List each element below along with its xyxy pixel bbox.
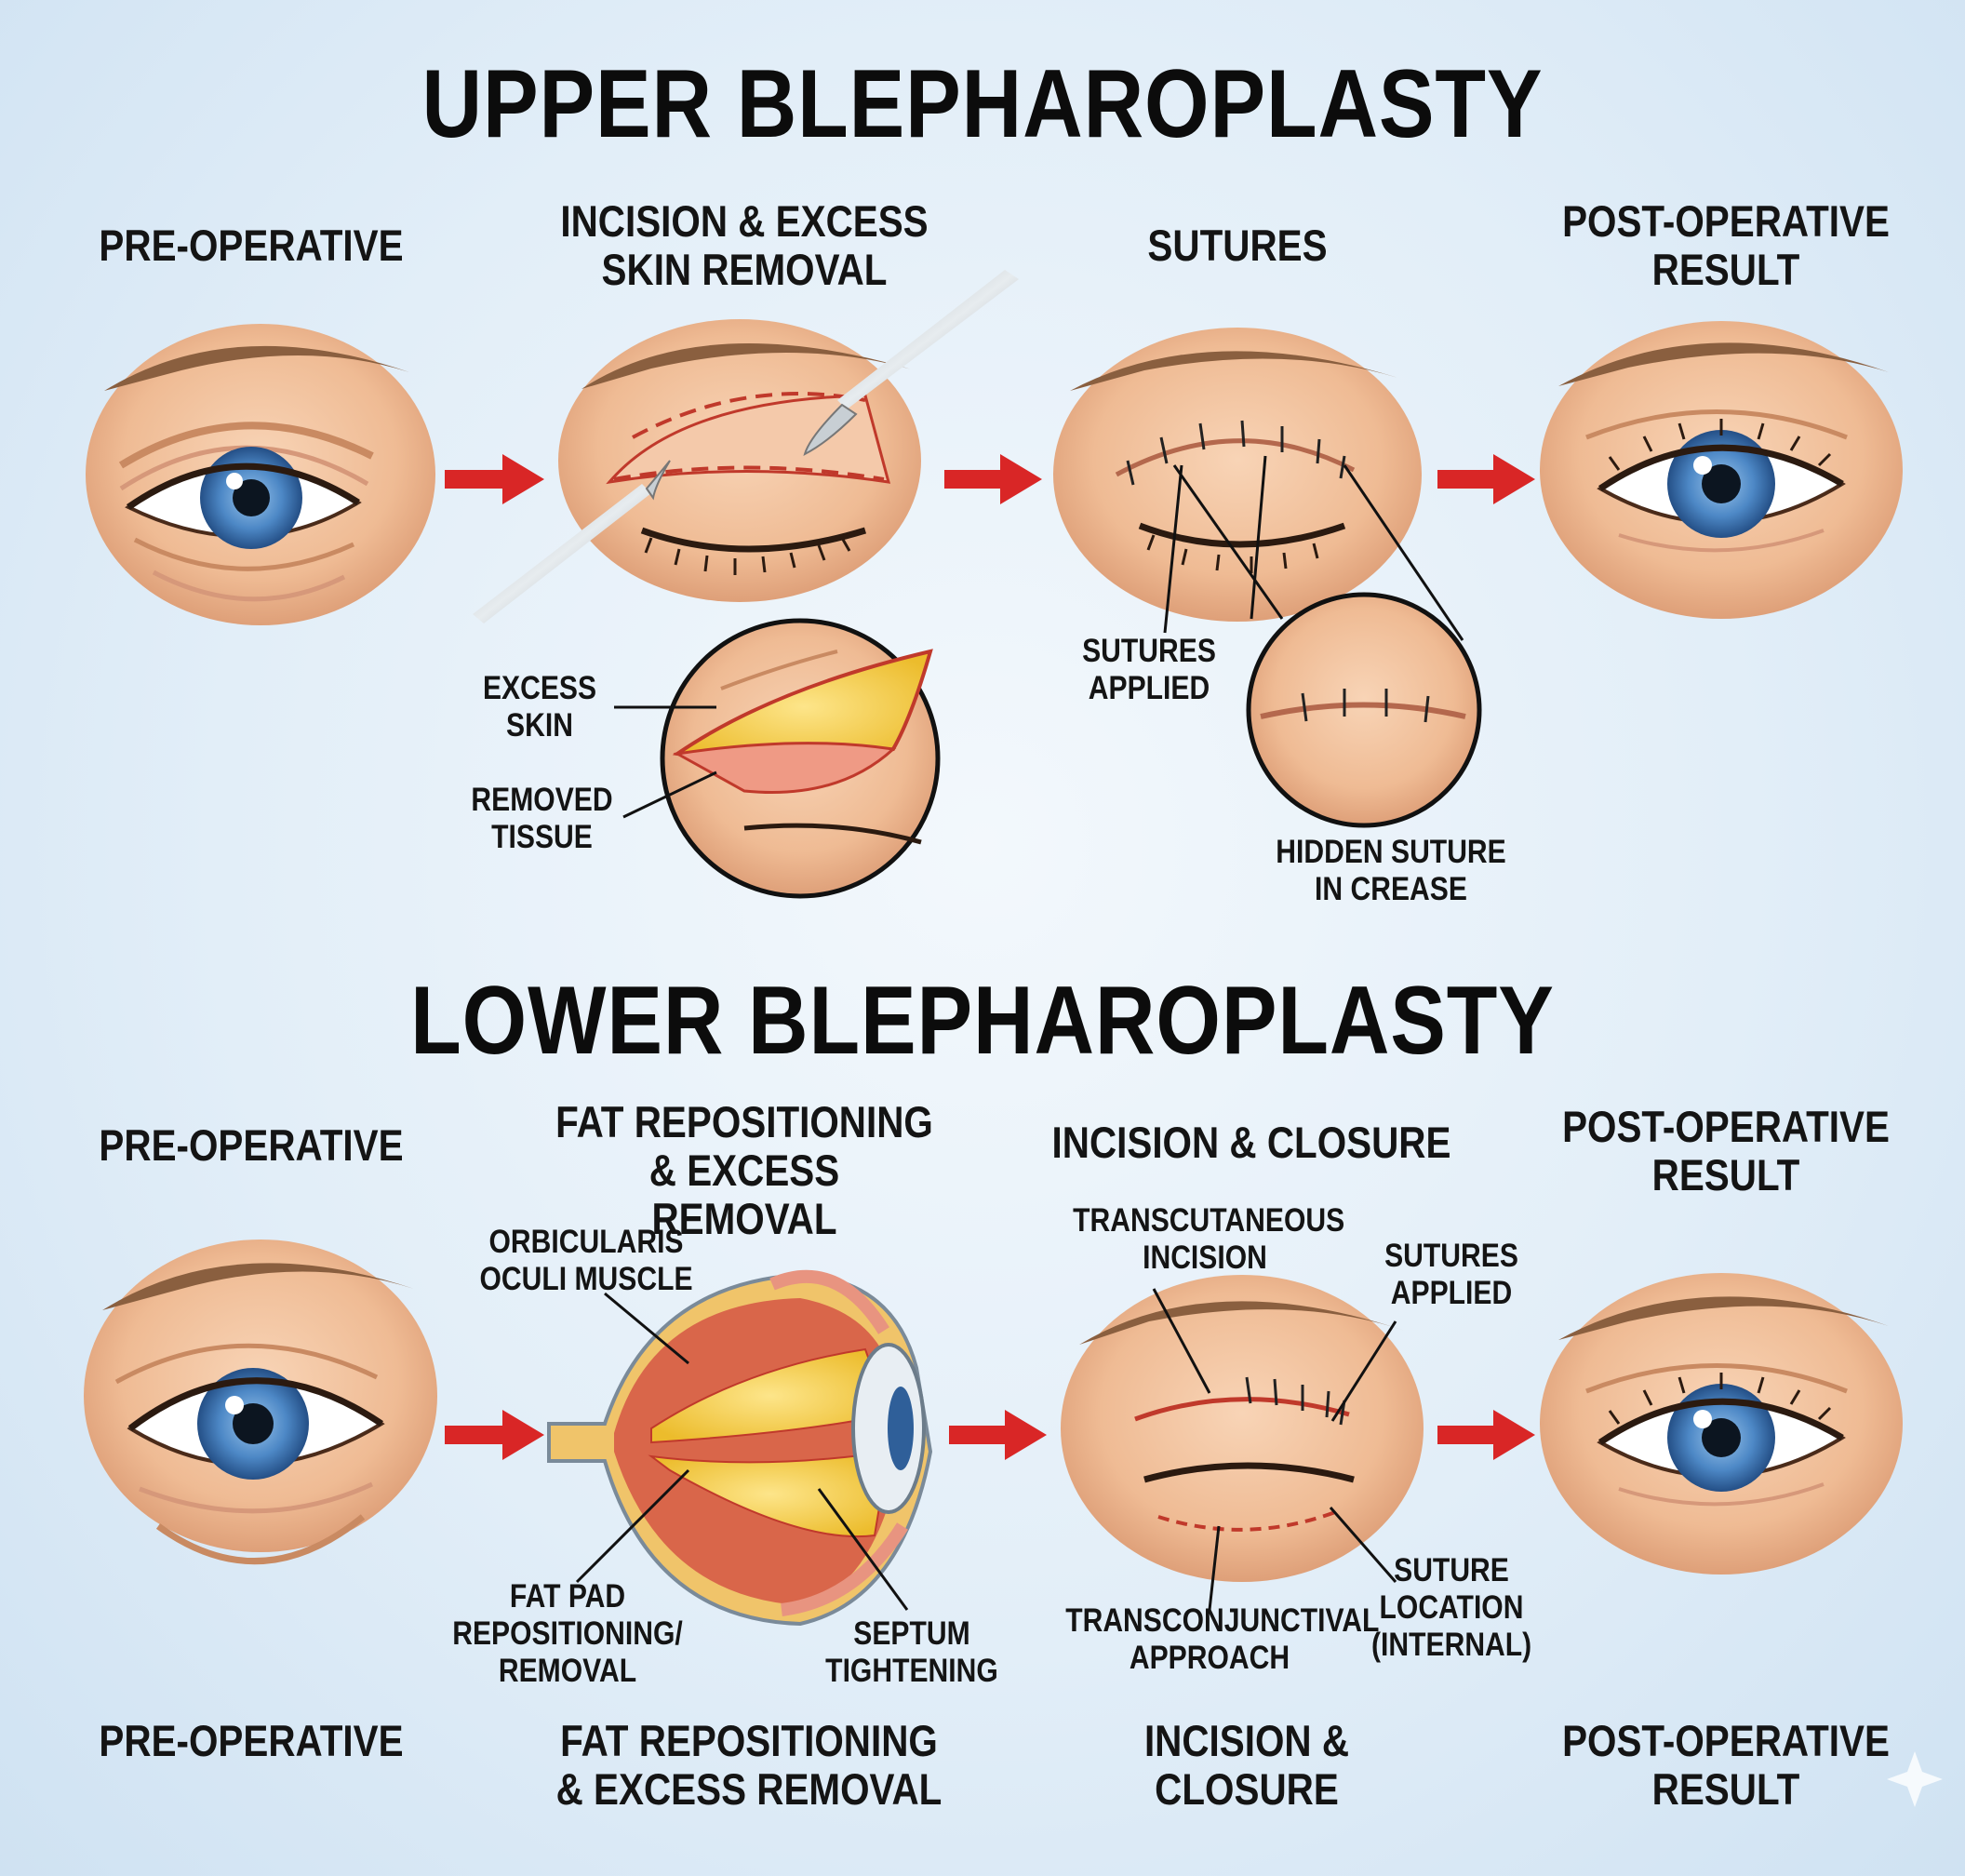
orbit-cross-section: [547, 1269, 933, 1627]
label-excess-skin: EXCESS SKIN: [482, 670, 597, 744]
hidden-suture-magnifier: [1163, 455, 1482, 828]
arrow-icon: [949, 1410, 1047, 1460]
lower-step-postop: POST-OPERATIVE RESULT: [1562, 1102, 1890, 1199]
upper-step-preop: PRE-OPERATIVE: [99, 221, 404, 270]
sparkle-icon: [1887, 1751, 1943, 1807]
arrow-icon: [1437, 454, 1535, 504]
label-septum: SEPTUM TIGHTENING: [825, 1615, 998, 1689]
label-lower-sutures-applied: SUTURES APPLIED: [1384, 1238, 1518, 1311]
label-hidden-suture: HIDDEN SUTURE IN CREASE: [1276, 834, 1506, 907]
label-orbicularis: ORBICULARIS OCULI MUSCLE: [479, 1224, 693, 1297]
footer-incision: INCISION & CLOSURE: [1143, 1716, 1350, 1814]
footer-fat: FAT REPOSITIONING & EXCESS REMOVAL: [555, 1716, 942, 1814]
label-fat-pad: FAT PAD REPOSITIONING/ REMOVAL: [452, 1578, 683, 1689]
upper-incision-eye: [473, 270, 1019, 623]
footer-preop: PRE-OPERATIVE: [99, 1716, 404, 1765]
lower-step-fat: FAT REPOSITIONING & EXCESS REMOVAL: [555, 1097, 933, 1243]
label-transconjunctival: TRANSCONJUNCTIVAL APPROACH: [1065, 1602, 1380, 1676]
arrow-icon: [445, 1410, 544, 1460]
label-removed-tissue: REMOVED TISSUE: [471, 782, 613, 855]
excess-skin-magnifier: [614, 618, 941, 899]
lower-incision-eye: [1061, 1275, 1424, 1611]
lower-preop-eye: [84, 1240, 437, 1565]
upper-postop-eye: [1540, 321, 1903, 619]
upper-preop-eye: [86, 324, 435, 625]
footer-postop: POST-OPERATIVE RESULT: [1562, 1716, 1890, 1814]
upper-step-postop: POST-OPERATIVE RESULT: [1562, 196, 1890, 294]
upper-title: UPPER BLEPHAROPLASTY: [421, 50, 1544, 158]
label-transcutaneous: TRANSCUTANEOUS INCISION: [1073, 1202, 1345, 1276]
label-suture-location: SUTURE LOCATION (INTERNAL): [1371, 1552, 1532, 1663]
upper-step-incision: INCISION & EXCESS SKIN REMOVAL: [560, 196, 929, 294]
arrow-icon: [1437, 1410, 1535, 1460]
arrow-icon: [445, 454, 544, 504]
label-sutures-applied: SUTURES APPLIED: [1082, 633, 1216, 706]
lower-postop-eye: [1540, 1273, 1903, 1574]
upper-step-sutures: SUTURES: [1147, 221, 1328, 270]
upper-sutures-eye: [1053, 328, 1422, 622]
arrow-icon: [944, 454, 1042, 504]
lower-title: LOWER BLEPHAROPLASTY: [410, 967, 1555, 1075]
lower-step-preop: PRE-OPERATIVE: [99, 1120, 404, 1170]
lower-step-incision: INCISION & CLOSURE: [1051, 1118, 1451, 1167]
